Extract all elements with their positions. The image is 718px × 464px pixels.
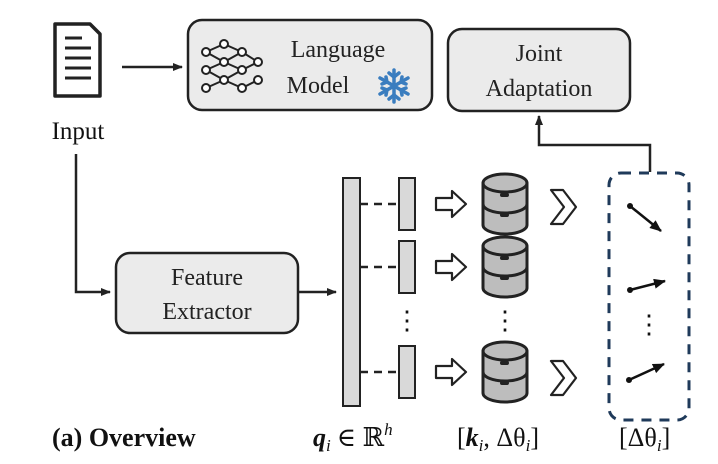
vector-arrow-icon [626, 362, 665, 383]
key-open: [ [457, 423, 466, 452]
joint-adaptation-line1: Joint [516, 41, 563, 67]
neural-network-icon [201, 39, 263, 93]
key-bar [398, 240, 416, 294]
feature-extractor-line2: Extractor [162, 299, 251, 325]
key-bar [398, 345, 416, 399]
key-sub: i [479, 436, 484, 455]
key-bar [398, 177, 416, 231]
joint-adaptation-box: Joint Adaptation [446, 27, 632, 113]
key-var: k [466, 423, 479, 452]
query-label: qi ∈ ℝh [313, 420, 393, 455]
delta-open: [Δθ [619, 423, 657, 452]
delta-sub: i [657, 436, 662, 455]
key-delta-label: [ki, Δθi] [457, 423, 539, 455]
key-close: ] [530, 423, 539, 452]
query-var: q [313, 423, 326, 452]
key-sub2: i [526, 436, 531, 455]
language-model-line1: Language [291, 37, 386, 63]
snowflake-icon [378, 68, 410, 104]
block-arrow-3 [434, 357, 468, 387]
language-model-box: Language Model [186, 18, 434, 112]
database-ellipsis: ⋮ [492, 306, 518, 335]
key-row-2 [360, 240, 416, 294]
chevron-icon [549, 188, 578, 226]
key-row-1 [360, 177, 416, 231]
chevron-icon [549, 359, 578, 397]
vector-arrow-icon [627, 203, 662, 232]
key-ellipsis: ⋮ [394, 306, 420, 335]
input-to-extractor-arrow [74, 154, 111, 296]
block-arrow-1 [434, 189, 468, 219]
feature-extractor-box: Feature Extractor [114, 251, 300, 335]
query-vector-bar [342, 177, 361, 407]
database-icon [481, 340, 529, 404]
query-in: ∈ ℝ [337, 423, 385, 452]
selected-deltas-box [607, 171, 691, 422]
delta-label: [Δθi] [619, 423, 670, 455]
vector-arrow-icon [627, 278, 666, 293]
delta-close: ] [662, 423, 671, 452]
delta-ellipsis: ⋮ [636, 310, 662, 339]
query-sub: i [326, 436, 331, 455]
input-label: Input [52, 118, 105, 145]
delta-to-joint-arrow [535, 115, 652, 172]
joint-adaptation-line2: Adaptation [486, 76, 593, 102]
key-rest: , Δθ [483, 423, 525, 452]
language-model-line2: Model [287, 73, 350, 99]
database-icon [481, 172, 529, 236]
key-row-3 [360, 345, 416, 399]
caption: (a) Overview [52, 423, 196, 452]
database-icon [481, 235, 529, 299]
feature-extractor-line1: Feature [171, 265, 243, 291]
query-sup: h [384, 420, 393, 439]
block-arrow-2 [434, 252, 468, 282]
document-icon [53, 22, 102, 98]
